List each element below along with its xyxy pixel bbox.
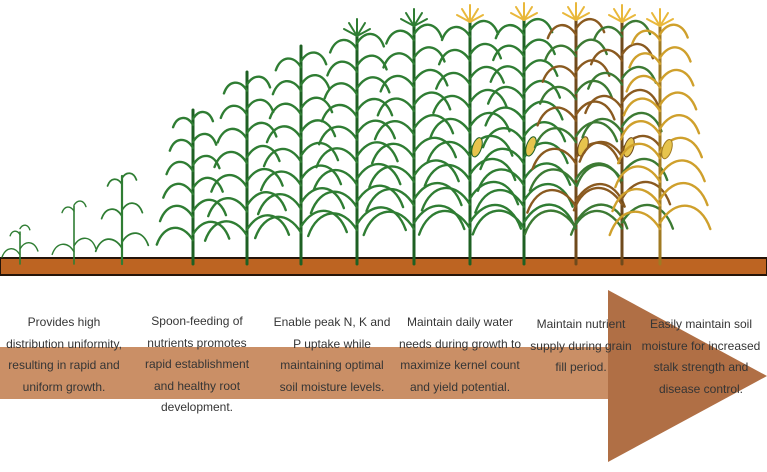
corn-plant-tassel-green: [307, 18, 407, 266]
benefit-text-stage-1: Provides high distribution uniformity, r…: [6, 315, 122, 394]
benefit-text-stage-3: Enable peak N, K and P uptake while main…: [273, 315, 391, 394]
corn-plant-tassel-yellow: [417, 4, 523, 266]
timeline-arrow-shaft: [0, 347, 614, 399]
soil-bar: [0, 257, 767, 276]
corn-plants-illustration: [0, 2, 767, 276]
benefit-text-stage-5: Maintain nutrient supply during grain fi…: [530, 317, 632, 374]
corn-plant-seedling: [94, 172, 150, 266]
benefit-text-stage-2: Spoon-feeding of nutrients promotes rapi…: [144, 314, 250, 414]
corn-plant-vegetative: [254, 44, 348, 266]
corn-plant-vegetative: [155, 108, 231, 266]
corn-plant-tassel-green: [362, 8, 466, 266]
corn-plant-sprout: [51, 200, 97, 265]
corn-plant-vegetative: [203, 70, 291, 266]
benefit-text-stage-4: Maintain daily water needs during growth…: [398, 315, 522, 394]
benefit-text-stage-6: Easily maintain soil moisture for increa…: [641, 317, 761, 396]
corn-plant-mature-yellow: [608, 8, 712, 266]
corn-plant-sprout: [1, 224, 39, 265]
corn-plant-mature-brown: [569, 4, 675, 266]
corn-plant-tassel-yellow: [471, 2, 577, 266]
